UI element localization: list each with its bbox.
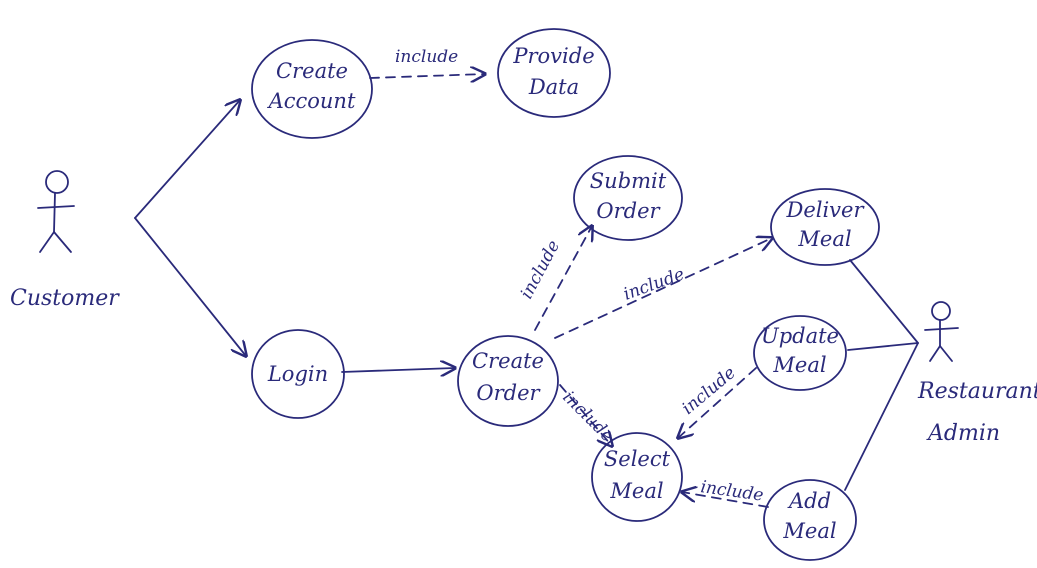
- assoc-login-create-order: [341, 368, 455, 372]
- include-create-order-deliver-meal: include: [554, 238, 772, 339]
- include-label: include: [517, 237, 564, 302]
- use-case-label: Submit: [590, 169, 667, 193]
- customer-arms: [37, 205, 75, 209]
- assoc-customer-login: [134, 217, 246, 356]
- use-case-label: Order: [596, 199, 661, 223]
- include-create-order-submit-order: include: [517, 226, 592, 331]
- include-label: include: [395, 47, 458, 67]
- use-case-label: Provide: [512, 44, 594, 68]
- use-case-label: Meal: [609, 479, 663, 503]
- admin-label-line2: Admin: [926, 421, 1000, 446]
- include-create-account-provide-data: include: [369, 47, 485, 78]
- customer-head: [45, 170, 69, 194]
- use-case-label: Account: [267, 89, 356, 113]
- customer-label: Customer: [10, 286, 120, 311]
- use-case-label: Update: [761, 324, 839, 348]
- use-case-login: Login: [251, 329, 345, 419]
- use-case-label: Meal: [782, 519, 836, 543]
- customer-actor: Customer: [10, 170, 120, 311]
- use-case-label: Data: [528, 75, 579, 99]
- customer-body: [53, 192, 56, 233]
- use-case-label: Create: [472, 349, 544, 373]
- use-case-deliver-meal: Deliver Meal: [770, 188, 880, 266]
- customer-leg-left: [39, 231, 55, 253]
- use-case-add-meal: Add Meal: [763, 479, 857, 561]
- assoc-admin-deliver-meal: [849, 259, 919, 344]
- include-label: include: [699, 477, 764, 506]
- customer-leg-right: [53, 231, 72, 253]
- use-case-select-meal: Select Meal: [591, 432, 683, 522]
- use-case-label: Login: [267, 362, 328, 386]
- admin-arms: [924, 327, 959, 331]
- assoc-admin-update-meal: [847, 342, 919, 351]
- include-label: include: [558, 387, 617, 446]
- assoc-customer-create-account: [134, 100, 240, 219]
- use-case-label: Add: [787, 489, 831, 513]
- restaurant-admin-actor: Restaurant/ Admin: [917, 301, 1037, 446]
- include-label: include: [621, 264, 687, 304]
- include-add-meal-select-meal: include: [682, 477, 769, 508]
- admin-leg-right: [939, 345, 953, 362]
- admin-leg-left: [929, 345, 941, 362]
- use-case-label: Deliver: [785, 198, 865, 222]
- assoc-admin-add-meal: [844, 342, 919, 491]
- use-case-label: Order: [476, 381, 541, 405]
- use-case-provide-data: Provide Data: [497, 28, 611, 118]
- use-case-label: Select: [604, 447, 671, 471]
- include-create-order-select-meal: include: [558, 384, 617, 446]
- admin-head: [931, 301, 951, 321]
- use-case-update-meal: Update Meal: [753, 315, 847, 391]
- use-case-create-order: Create Order: [457, 335, 559, 427]
- use-case-label: Meal: [772, 353, 826, 377]
- use-case-create-account: Create Account: [251, 39, 373, 139]
- admin-label-line1: Restaurant/: [917, 379, 1037, 404]
- use-case-label: Create: [276, 59, 348, 83]
- use-case-label: Meal: [797, 227, 851, 251]
- include-update-meal-select-meal: include: [678, 363, 757, 438]
- use-case-submit-order: Submit Order: [573, 155, 683, 241]
